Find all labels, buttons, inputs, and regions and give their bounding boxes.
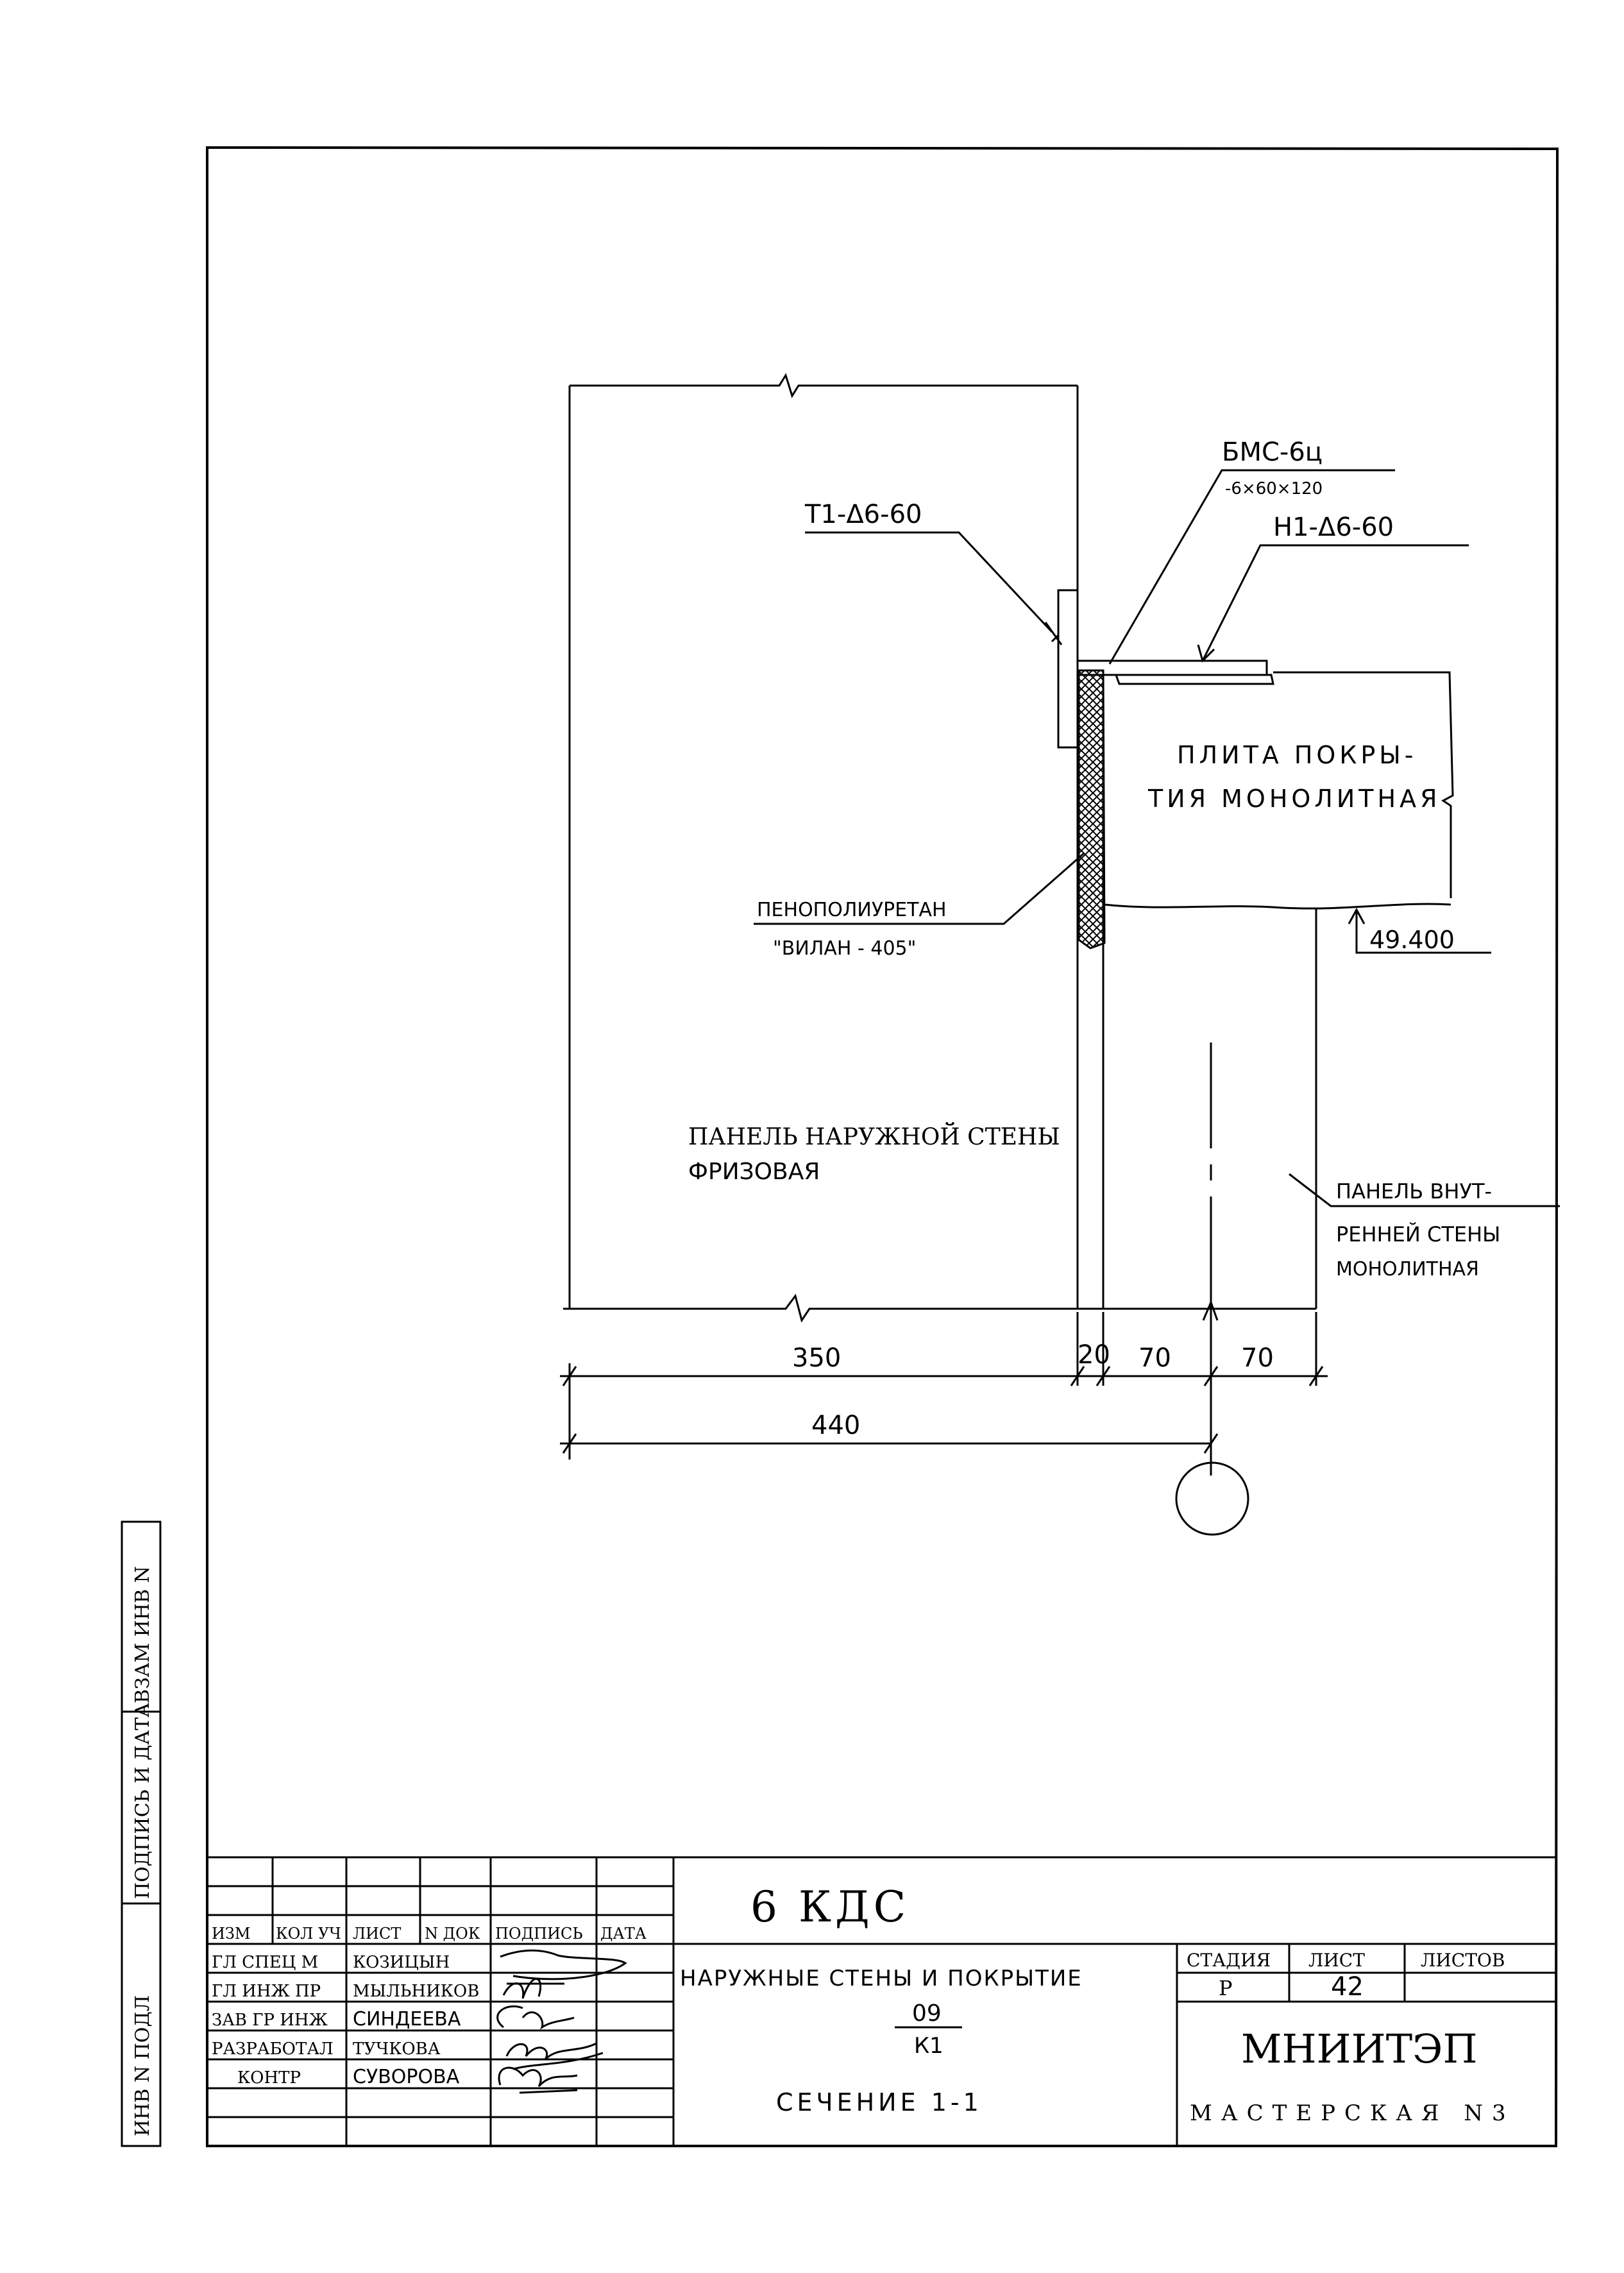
title-block-grid <box>207 1856 1556 2146</box>
steel-connection-plate <box>1078 660 1274 685</box>
inner-wall-panel <box>1103 908 1317 1310</box>
sheet-header: ЛИСТ <box>1308 1950 1365 1971</box>
dim-350: 350 <box>792 1343 841 1373</box>
dim-70-a: 70 <box>1138 1343 1171 1373</box>
description-line1: НАРУЖНЫЕ СТЕНЫ И ПОКРЫТИЕ <box>680 1966 1083 1991</box>
hdr-kol-uch: КОЛ УЧ <box>276 1925 341 1943</box>
staff-name-5: СУВОРОВА <box>353 2066 460 2088</box>
steel-grade-label: БМС-6ц <box>1222 438 1323 467</box>
staff-role-4: РАЗРАБОТАЛ <box>212 2039 334 2059</box>
weld-t1-label: Т1-Δ6-60 <box>804 500 922 529</box>
signatures <box>496 1949 627 2094</box>
hdr-data: ДАТА <box>600 1925 647 1943</box>
dim-20: 20 <box>1078 1340 1110 1370</box>
side-stamp <box>121 1520 162 2147</box>
sheet-frame <box>206 146 1559 2147</box>
staff-role-3: ЗАВ ГР ИНЖ <box>212 2011 328 2030</box>
workshop-name: МАСТЕРСКАЯ N3 <box>1190 2100 1515 2126</box>
inner-panel-label-line2: РЕННЕЙ СТЕНЫ <box>1336 1222 1500 1247</box>
leader-lines <box>754 469 1560 1207</box>
inner-panel-label-line1: ПАНЕЛЬ ВНУТ- <box>1336 1179 1492 1204</box>
axis-line <box>1202 1043 1219 1476</box>
side-stamp-vzam-inv: ВЗАМ ИНВ N <box>131 1566 154 1703</box>
organization-name: МНИИТЭП <box>1241 2025 1478 2072</box>
foam-label-line2: "ВИЛАН - 405" <box>773 937 916 960</box>
description-line3: СЕЧЕНИЕ 1-1 <box>776 2088 983 2116</box>
hdr-izm: ИЗМ <box>212 1925 250 1943</box>
staff-role-5: КОНТР <box>237 2068 301 2088</box>
hdr-podpis: ПОДПИСЬ <box>495 1925 583 1943</box>
embedded-plate <box>1057 589 1079 749</box>
staff-name-4: ТУЧКОВА <box>353 2039 441 2059</box>
sheets-header: ЛИСТОВ <box>1421 1950 1505 1971</box>
staff-name-1: КОЗИЦЫН <box>353 1953 450 1972</box>
stage-value: Р <box>1219 1976 1233 2000</box>
outer-panel-label-line1: ПАНЕЛЬ НАРУЖНОЙ СТЕНЫ <box>688 1123 1060 1150</box>
foam-insulation <box>1078 669 1106 949</box>
side-stamp-podpis-data: ПОДПИСЬ И ДАТА <box>131 1703 154 1899</box>
roof-slab <box>1104 671 1454 910</box>
sheet-value: 42 <box>1331 1972 1364 2002</box>
outer-panel-label-line2: ФРИЗОВАЯ <box>688 1159 820 1185</box>
staff-name-3: СИНДЕЕВА <box>353 2008 461 2030</box>
staff-role-1: ГЛ СПЕЦ М <box>212 1953 318 1972</box>
staff-name-2: МЫЛЬНИКОВ <box>353 1982 479 2001</box>
dimension-lines <box>560 1312 1328 1460</box>
dim-70-b: 70 <box>1241 1343 1274 1373</box>
stage-header: СТАДИЯ <box>1187 1950 1271 1971</box>
elevation-label: 49.400 <box>1369 926 1455 954</box>
weld-h1-label: Н1-Δ6-60 <box>1273 513 1394 542</box>
description-den: К1 <box>914 2033 943 2059</box>
slab-label-line2: ТИЯ МОНОЛИТНАЯ <box>1147 785 1441 813</box>
axis-bubble <box>1175 1461 1249 1536</box>
dim-440: 440 <box>811 1411 860 1440</box>
side-stamp-inv-podl: ИНВ N ПОДЛ <box>131 1995 154 2136</box>
inner-panel-label-line3: МОНОЛИТНАЯ <box>1336 1258 1479 1281</box>
foam-label-line1: ПЕНОПОЛИУРЕТАН <box>757 899 947 921</box>
hdr-list: ЛИСТ <box>353 1925 401 1943</box>
slab-label-line1: ПЛИТА ПОКРЫ- <box>1177 741 1417 769</box>
plate-size-label: -6×60×120 <box>1225 479 1323 498</box>
staff-role-2: ГЛ ИНЖ ПР <box>212 1982 321 2001</box>
project-code: 6 КДС <box>750 1882 909 1932</box>
description-num: 09 <box>912 2000 942 2027</box>
hdr-n-dok: N ДОК <box>425 1925 480 1943</box>
outer-wall-panel <box>563 373 1079 1323</box>
